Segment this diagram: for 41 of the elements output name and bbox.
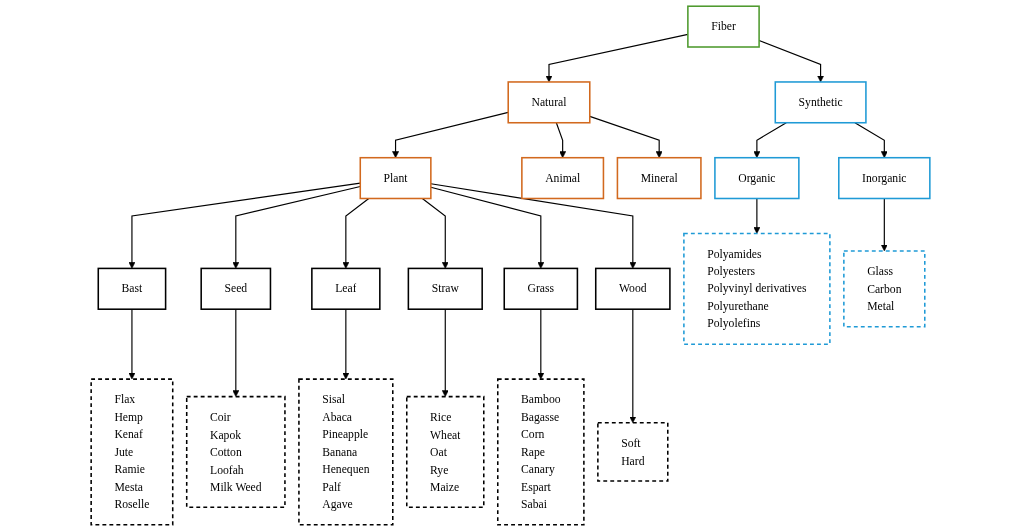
arrow (537, 308, 545, 380)
node-box: Natural (507, 81, 591, 124)
arrow (342, 308, 350, 380)
arrow (555, 122, 567, 158)
arrow (441, 308, 449, 397)
node-box: Seed (200, 267, 272, 310)
node-box: Soft Hard (597, 422, 669, 482)
node-box: Inorganic (838, 156, 931, 200)
arrow (854, 122, 888, 158)
node-box: Grass (503, 267, 579, 310)
arrow (392, 111, 509, 158)
arrow (421, 197, 449, 269)
node-box: Sisal Abaca Pineapple Banana Henequen Palf Agave (298, 378, 394, 526)
arrow (880, 197, 888, 252)
arrow (232, 185, 361, 269)
arrow (430, 186, 545, 269)
arrow (753, 197, 761, 234)
node-box: Fiber (687, 5, 760, 48)
arrow (589, 115, 663, 158)
node-box: Plant (359, 156, 432, 200)
node-box: Leaf (311, 267, 381, 310)
arrow (232, 308, 240, 397)
node-box: Polyamides Polyesters Polyvinyl derivatives Polyurethane Polyolefins (683, 232, 831, 345)
arrow (753, 122, 787, 158)
arrow (128, 182, 361, 269)
node-box: Animal (521, 156, 605, 200)
node-box: Straw (407, 267, 483, 310)
node-box: Wood (594, 267, 671, 310)
arrow (128, 308, 136, 380)
node-box: Glass Carbon Metal (843, 250, 926, 328)
node-box: Organic (714, 156, 800, 200)
arrow (629, 308, 637, 424)
node-box: Coir Kapok Cotton Loofah Milk Weed (185, 395, 286, 509)
node-box: Synthetic (774, 81, 867, 124)
arrow (342, 197, 370, 269)
node-box: Bamboo Bagasse Corn Rape Canary Espart Sabai (497, 378, 585, 526)
arrow (430, 183, 637, 269)
node-box: Flax Hemp Kenaf Jute Ramie Mesta Roselle (90, 378, 174, 526)
node-box: Bast (97, 267, 167, 310)
node-box: Mineral (616, 156, 702, 200)
node-box: Rice Wheat Oat Rye Maize (406, 395, 485, 509)
